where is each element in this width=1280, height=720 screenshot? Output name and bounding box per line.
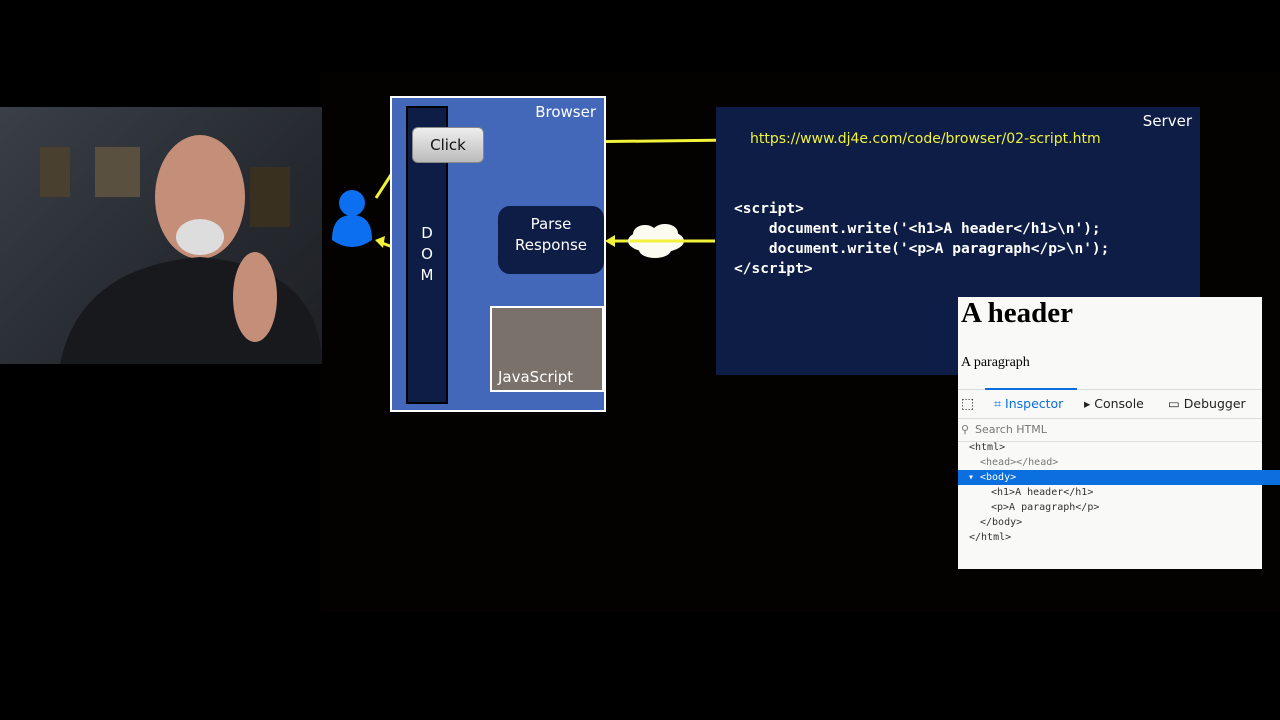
request-url: https://www.dj4e.com/code/browser/02-scr… xyxy=(750,131,1101,147)
tree-node-body-selected[interactable]: ▾ <body> xyxy=(958,470,1280,485)
tree-node-body-close: </body> xyxy=(980,517,1023,528)
rendered-header: A header xyxy=(961,297,1073,329)
rendered-paragraph: A paragraph xyxy=(961,355,1030,370)
tab-console[interactable]: ▸ Console xyxy=(1084,396,1144,411)
tree-node-html[interactable]: <html> xyxy=(969,442,1006,453)
search-html-input[interactable]: ⚲ Search HTML xyxy=(958,419,1262,442)
tab-inspector-label: Inspector xyxy=(1005,396,1064,411)
parse-response-box: Parse Response xyxy=(498,206,604,274)
tab-inspector[interactable]: ⌗ Inspector xyxy=(994,396,1063,412)
browser-box: Browser D O M Click Parse Response JavaS… xyxy=(390,96,606,412)
tab-debugger-label: Debugger xyxy=(1183,396,1246,411)
console-icon: ▸ xyxy=(1084,396,1095,411)
devtools-tabs: ⬚ ⌗ Inspector ▸ Console ▭ Debugger xyxy=(958,388,1262,419)
tree-node-p[interactable]: <p>A paragraph</p> xyxy=(991,502,1100,513)
tree-node-head[interactable]: <head></head> xyxy=(980,457,1059,468)
debugger-icon: ▭ xyxy=(1168,396,1184,411)
inspector-icon: ⌗ xyxy=(994,396,1006,411)
element-picker-icon[interactable]: ⬚ xyxy=(961,396,975,412)
tree-node-body-label: <body> xyxy=(980,472,1017,483)
parse-label: Parse xyxy=(530,215,572,233)
expand-triangle-icon[interactable]: ▾ xyxy=(968,472,975,483)
dom-letter: M xyxy=(420,266,434,284)
server-label: Server xyxy=(1142,112,1192,130)
javascript-label: JavaScript xyxy=(498,368,574,386)
tab-console-label: Console xyxy=(1094,396,1144,411)
tree-node-html-close: </html> xyxy=(969,532,1012,543)
person-icon xyxy=(332,190,372,247)
presenter-video xyxy=(0,107,322,364)
tab-debugger[interactable]: ▭ Debugger xyxy=(1168,396,1246,411)
search-icon: ⚲ xyxy=(961,423,970,436)
browser-devtools-panel: A header A paragraph ⬚ ⌗ Inspector ▸ Con… xyxy=(958,297,1280,569)
search-placeholder: Search HTML xyxy=(975,423,1047,436)
response-label: Response xyxy=(514,236,588,254)
server-code: <script> document.write('<h1>A header</h… xyxy=(734,201,1110,277)
presenter-silhouette xyxy=(40,135,322,364)
browser-label: Browser xyxy=(535,103,596,121)
dom-letter: O xyxy=(421,245,433,263)
click-button: Click xyxy=(412,127,484,163)
tree-node-h1[interactable]: <h1>A header</h1> xyxy=(991,487,1094,498)
javascript-box: JavaScript xyxy=(490,306,604,392)
dom-letter: D xyxy=(421,224,433,242)
